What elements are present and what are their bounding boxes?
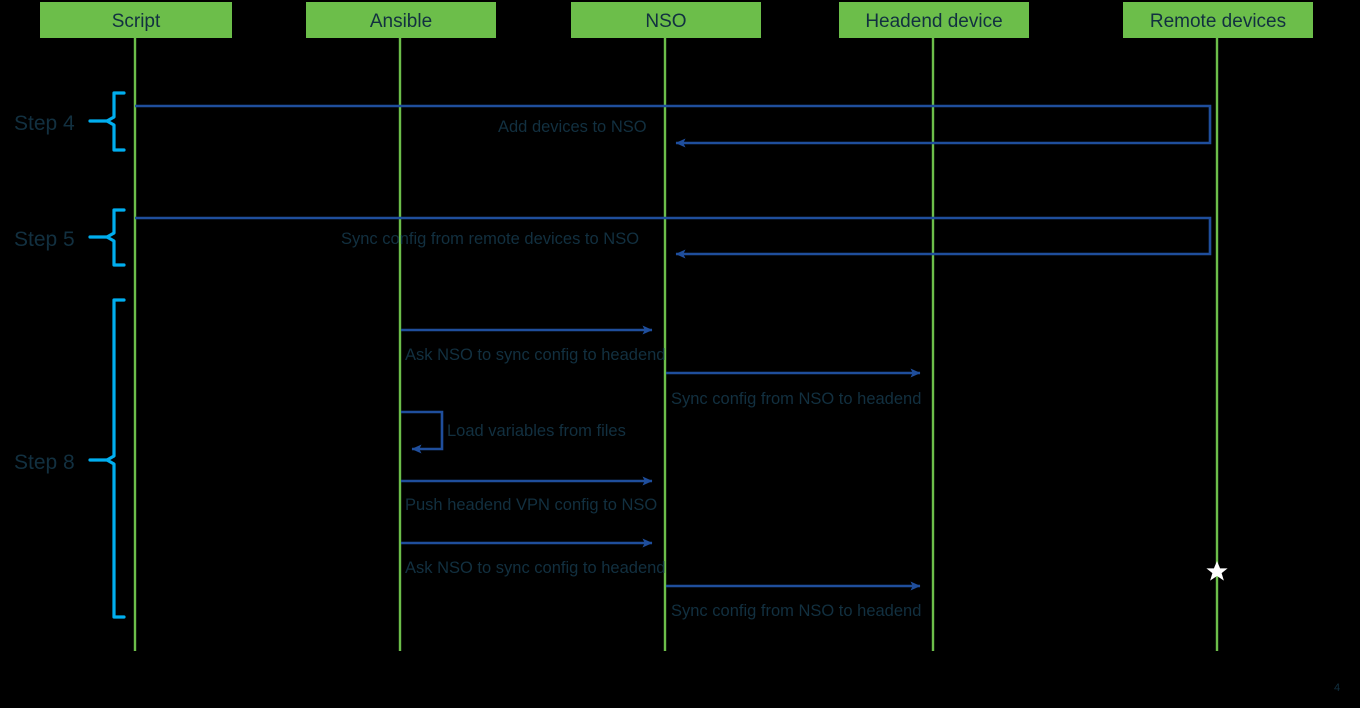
message-label-sync-remote-to-nso: Sync config from remote devices to NSO xyxy=(341,230,639,248)
message-label-sync-nso-headend-2: Sync config from NSO to headend xyxy=(671,602,921,620)
actor-label-headend-device: Headend device xyxy=(865,11,1002,32)
step-8-bracket xyxy=(105,298,126,619)
message-labels: Add devices to NSO Sync config from remo… xyxy=(341,118,921,620)
step-label-8: Step 8 xyxy=(14,451,75,474)
actor-headers: Script Ansible NSO Headend device Remote… xyxy=(40,2,1313,38)
step-4-bracket xyxy=(105,91,126,152)
message-label-sync-nso-headend-1: Sync config from NSO to headend xyxy=(671,390,921,408)
message-label-push-vpn-config: Push headend VPN config to NSO xyxy=(405,496,657,514)
message-label-add-devices: Add devices to NSO xyxy=(498,118,647,136)
message-line-add-devices[interactable] xyxy=(135,104,1212,148)
message-label-load-variables: Load variables from files xyxy=(447,422,626,440)
actor-remote-devices[interactable]: Remote devices xyxy=(1123,2,1313,38)
page-number: 4 xyxy=(1334,682,1340,694)
actor-headend-device[interactable]: Headend device xyxy=(839,2,1029,38)
actor-label-ansible: Ansible xyxy=(370,11,432,32)
actor-label-remote-devices: Remote devices xyxy=(1150,11,1286,32)
actor-box-remote-devices[interactable] xyxy=(1123,2,1313,38)
step-5-bracket xyxy=(105,208,126,267)
actor-box-headend-device[interactable] xyxy=(839,2,1029,38)
message-line-sync-remote-to-nso[interactable] xyxy=(135,216,1212,259)
sparkle-cursor-icon xyxy=(1206,561,1228,581)
actor-script[interactable]: Script xyxy=(40,2,232,38)
actor-label-nso: NSO xyxy=(645,11,686,32)
message-label-ask-nso-sync-2: Ask NSO to sync config to headend xyxy=(405,559,665,577)
message-label-ask-nso-sync-1: Ask NSO to sync config to headend xyxy=(405,346,665,364)
actor-box-script[interactable] xyxy=(40,2,232,38)
step-label-5: Step 5 xyxy=(14,228,75,251)
message-line-load-variables[interactable] xyxy=(401,410,444,454)
actor-box-nso[interactable] xyxy=(571,2,761,38)
step-brackets xyxy=(88,91,126,619)
actor-ansible[interactable]: Ansible xyxy=(306,2,496,38)
actor-nso[interactable]: NSO xyxy=(571,2,761,38)
lifelines xyxy=(133,38,1219,651)
step-labels: Step 4 Step 5 Step 8 xyxy=(14,112,75,474)
actor-box-ansible[interactable] xyxy=(306,2,496,38)
step-label-4: Step 4 xyxy=(14,112,75,135)
actor-label-script: Script xyxy=(112,11,161,32)
messages xyxy=(135,104,1212,591)
